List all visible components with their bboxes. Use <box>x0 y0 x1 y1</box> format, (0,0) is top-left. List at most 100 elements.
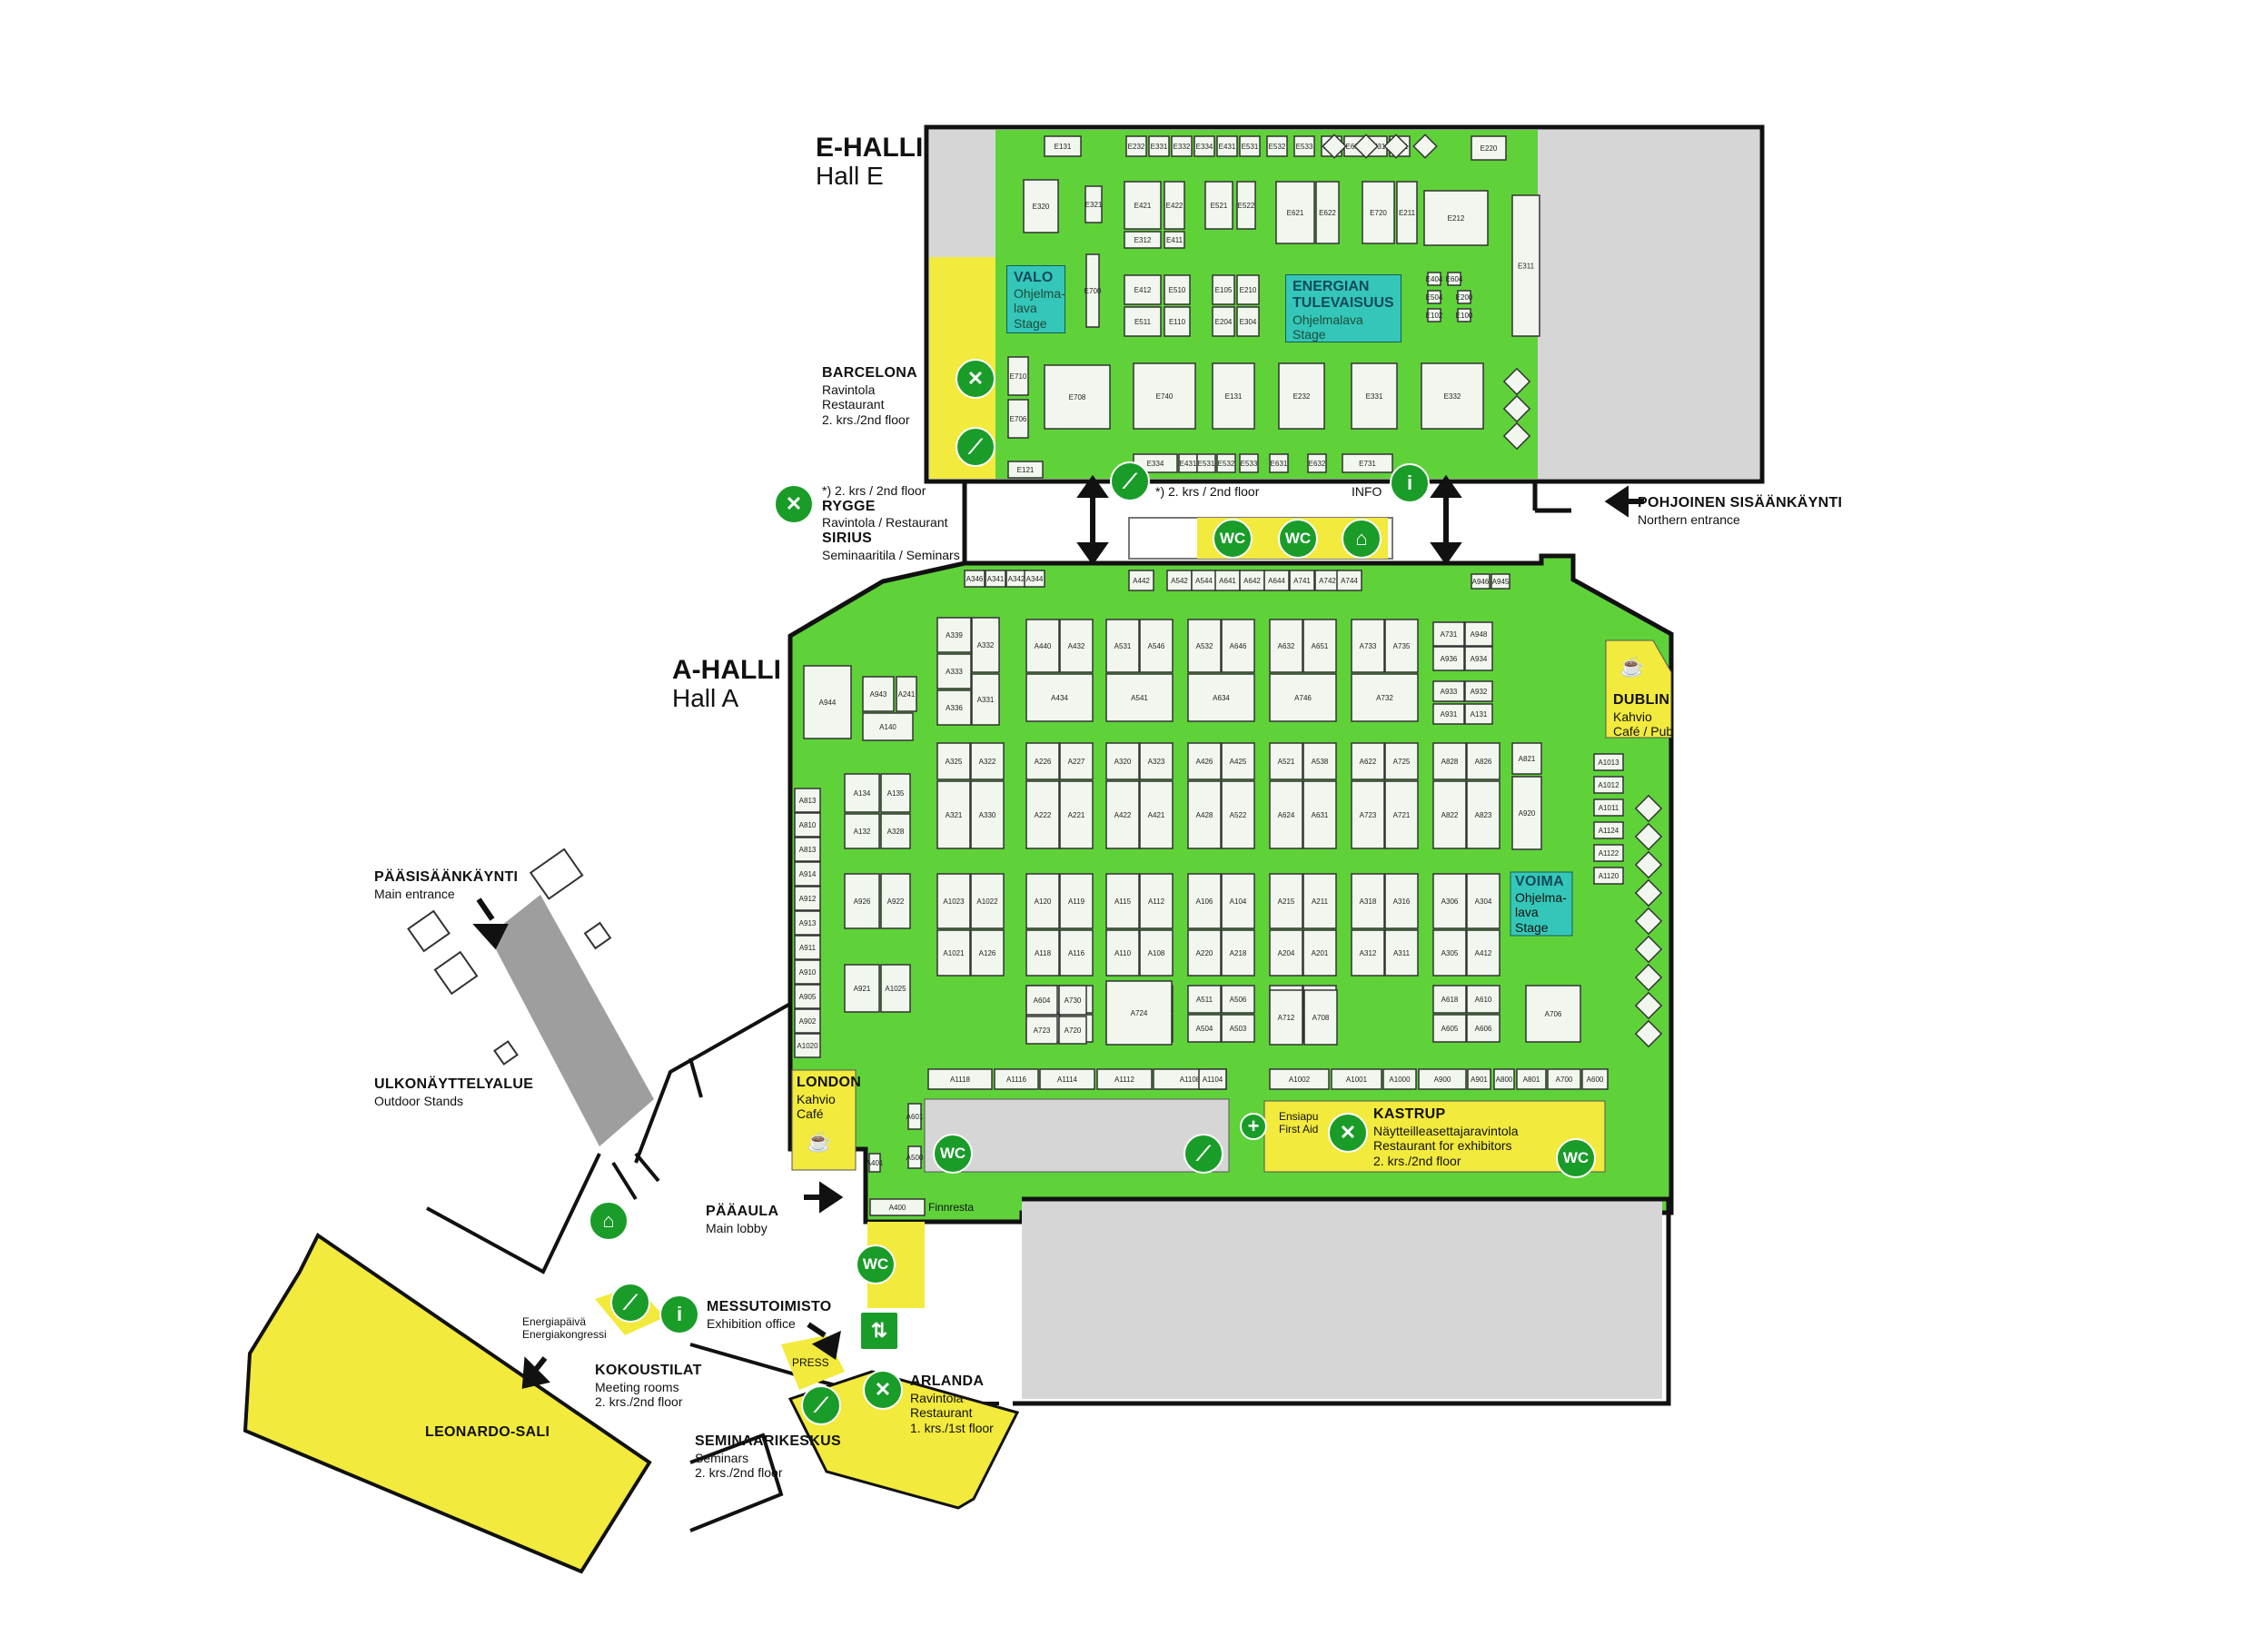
booth[interactable] <box>1418 1068 1467 1090</box>
booth-diamond[interactable] <box>1634 907 1663 936</box>
booth[interactable] <box>1085 253 1100 328</box>
booth[interactable] <box>1236 306 1260 337</box>
booth[interactable] <box>1362 181 1395 244</box>
booth-diamond[interactable] <box>1322 134 1347 159</box>
booth[interactable] <box>1187 619 1222 673</box>
booth-diamond[interactable] <box>1502 421 1531 451</box>
booth[interactable] <box>1457 308 1471 322</box>
booth[interactable] <box>1212 306 1235 337</box>
booth[interactable] <box>1342 453 1393 473</box>
info-icon-lobby[interactable]: i <box>659 1294 699 1334</box>
info-icon-e-hall[interactable]: i <box>1390 463 1430 503</box>
booth[interactable] <box>927 1068 993 1090</box>
booth[interactable] <box>1025 673 1094 722</box>
booth[interactable] <box>1457 290 1471 304</box>
booth[interactable] <box>794 788 821 813</box>
booth-diamond[interactable] <box>1353 134 1379 159</box>
booth[interactable] <box>869 1198 926 1216</box>
booth[interactable] <box>844 873 880 929</box>
booth[interactable] <box>1105 673 1174 722</box>
booth[interactable] <box>1187 742 1222 780</box>
booth[interactable] <box>1466 873 1500 929</box>
booth[interactable] <box>1084 185 1103 223</box>
booth[interactable] <box>880 964 911 1013</box>
booth-diamond[interactable] <box>1634 991 1663 1020</box>
booth[interactable] <box>1221 780 1255 849</box>
booth[interactable] <box>1058 1016 1087 1045</box>
booth[interactable] <box>1525 985 1581 1043</box>
booth[interactable] <box>936 780 971 849</box>
booth[interactable] <box>1164 274 1191 305</box>
booth[interactable] <box>1269 780 1303 849</box>
leonardo-sali[interactable] <box>243 1233 652 1574</box>
booth[interactable] <box>1058 985 1087 1016</box>
booth[interactable] <box>794 861 821 887</box>
booth[interactable] <box>1139 742 1174 780</box>
booth[interactable] <box>1307 453 1327 473</box>
booth[interactable] <box>970 873 1005 929</box>
booth[interactable] <box>1171 135 1193 157</box>
booth[interactable] <box>1432 680 1465 702</box>
booth[interactable] <box>1467 1068 1491 1090</box>
booth[interactable] <box>1059 929 1094 977</box>
booth[interactable] <box>994 1068 1039 1090</box>
booth[interactable] <box>1466 1014 1500 1043</box>
booth[interactable] <box>1432 621 1465 647</box>
booth-diamond[interactable] <box>1634 1019 1663 1048</box>
kastrup-area[interactable] <box>1263 1100 1606 1173</box>
booth[interactable] <box>1384 780 1419 849</box>
booth[interactable] <box>1059 619 1094 673</box>
booth[interactable] <box>1236 274 1260 305</box>
booth[interactable] <box>1427 272 1441 286</box>
booth[interactable] <box>1105 980 1173 1046</box>
wc-icon-5[interactable]: WC <box>856 1244 896 1284</box>
stairs-icon-a-hall[interactable]: ⟋ <box>1184 1134 1223 1174</box>
booth[interactable] <box>1302 619 1337 673</box>
stairs-icon-barcelona[interactable]: ⟋ <box>956 427 995 467</box>
booth[interactable] <box>985 570 1006 588</box>
booth[interactable] <box>1124 274 1162 305</box>
booth-diamond[interactable] <box>1502 367 1531 396</box>
booth[interactable] <box>1593 821 1624 839</box>
booth[interactable] <box>1164 231 1185 249</box>
booth[interactable] <box>1384 873 1419 929</box>
booth[interactable] <box>964 570 985 588</box>
booth[interactable] <box>936 929 971 977</box>
booth[interactable] <box>1593 798 1624 817</box>
stairs-icon-lobby[interactable]: ⟋ <box>610 1283 650 1323</box>
booth[interactable] <box>880 873 911 929</box>
booth-diamond[interactable] <box>1634 850 1663 879</box>
booth[interactable] <box>1044 135 1082 157</box>
booth[interactable] <box>1351 619 1385 673</box>
booth[interactable] <box>1125 135 1147 157</box>
booth[interactable] <box>1187 1014 1222 1043</box>
booth[interactable] <box>936 689 972 726</box>
booth[interactable] <box>1139 873 1174 929</box>
booth[interactable] <box>862 676 895 712</box>
booth[interactable] <box>1511 742 1542 775</box>
booth[interactable] <box>1023 179 1059 233</box>
booth[interactable] <box>1216 135 1238 157</box>
booth[interactable] <box>1025 929 1060 977</box>
booth-diamond[interactable] <box>1412 134 1438 159</box>
booth[interactable] <box>1351 362 1398 430</box>
booth[interactable] <box>1432 873 1467 929</box>
booth[interactable] <box>970 780 1005 849</box>
booth[interactable] <box>1024 570 1045 588</box>
booth[interactable] <box>1212 274 1235 305</box>
booth[interactable] <box>896 676 917 712</box>
booth[interactable] <box>1039 1068 1095 1090</box>
booth[interactable] <box>1105 619 1140 673</box>
booth[interactable] <box>1466 929 1500 977</box>
cloakroom-icon-lobby[interactable]: ⌂ <box>589 1201 629 1241</box>
booth[interactable] <box>1124 181 1162 230</box>
booth[interactable] <box>1221 985 1255 1014</box>
restaurant-icon-barcelona[interactable]: ✕ <box>956 359 995 399</box>
booth-diamond[interactable] <box>1634 794 1663 823</box>
london-label[interactable]: LONDON Kahvio Café <box>797 1075 861 1122</box>
booth[interactable] <box>1239 135 1261 157</box>
wc-icon-4[interactable]: WC <box>1556 1138 1596 1178</box>
booth[interactable] <box>1302 873 1337 929</box>
booth[interactable] <box>1139 929 1174 977</box>
booth[interactable] <box>1351 873 1385 929</box>
